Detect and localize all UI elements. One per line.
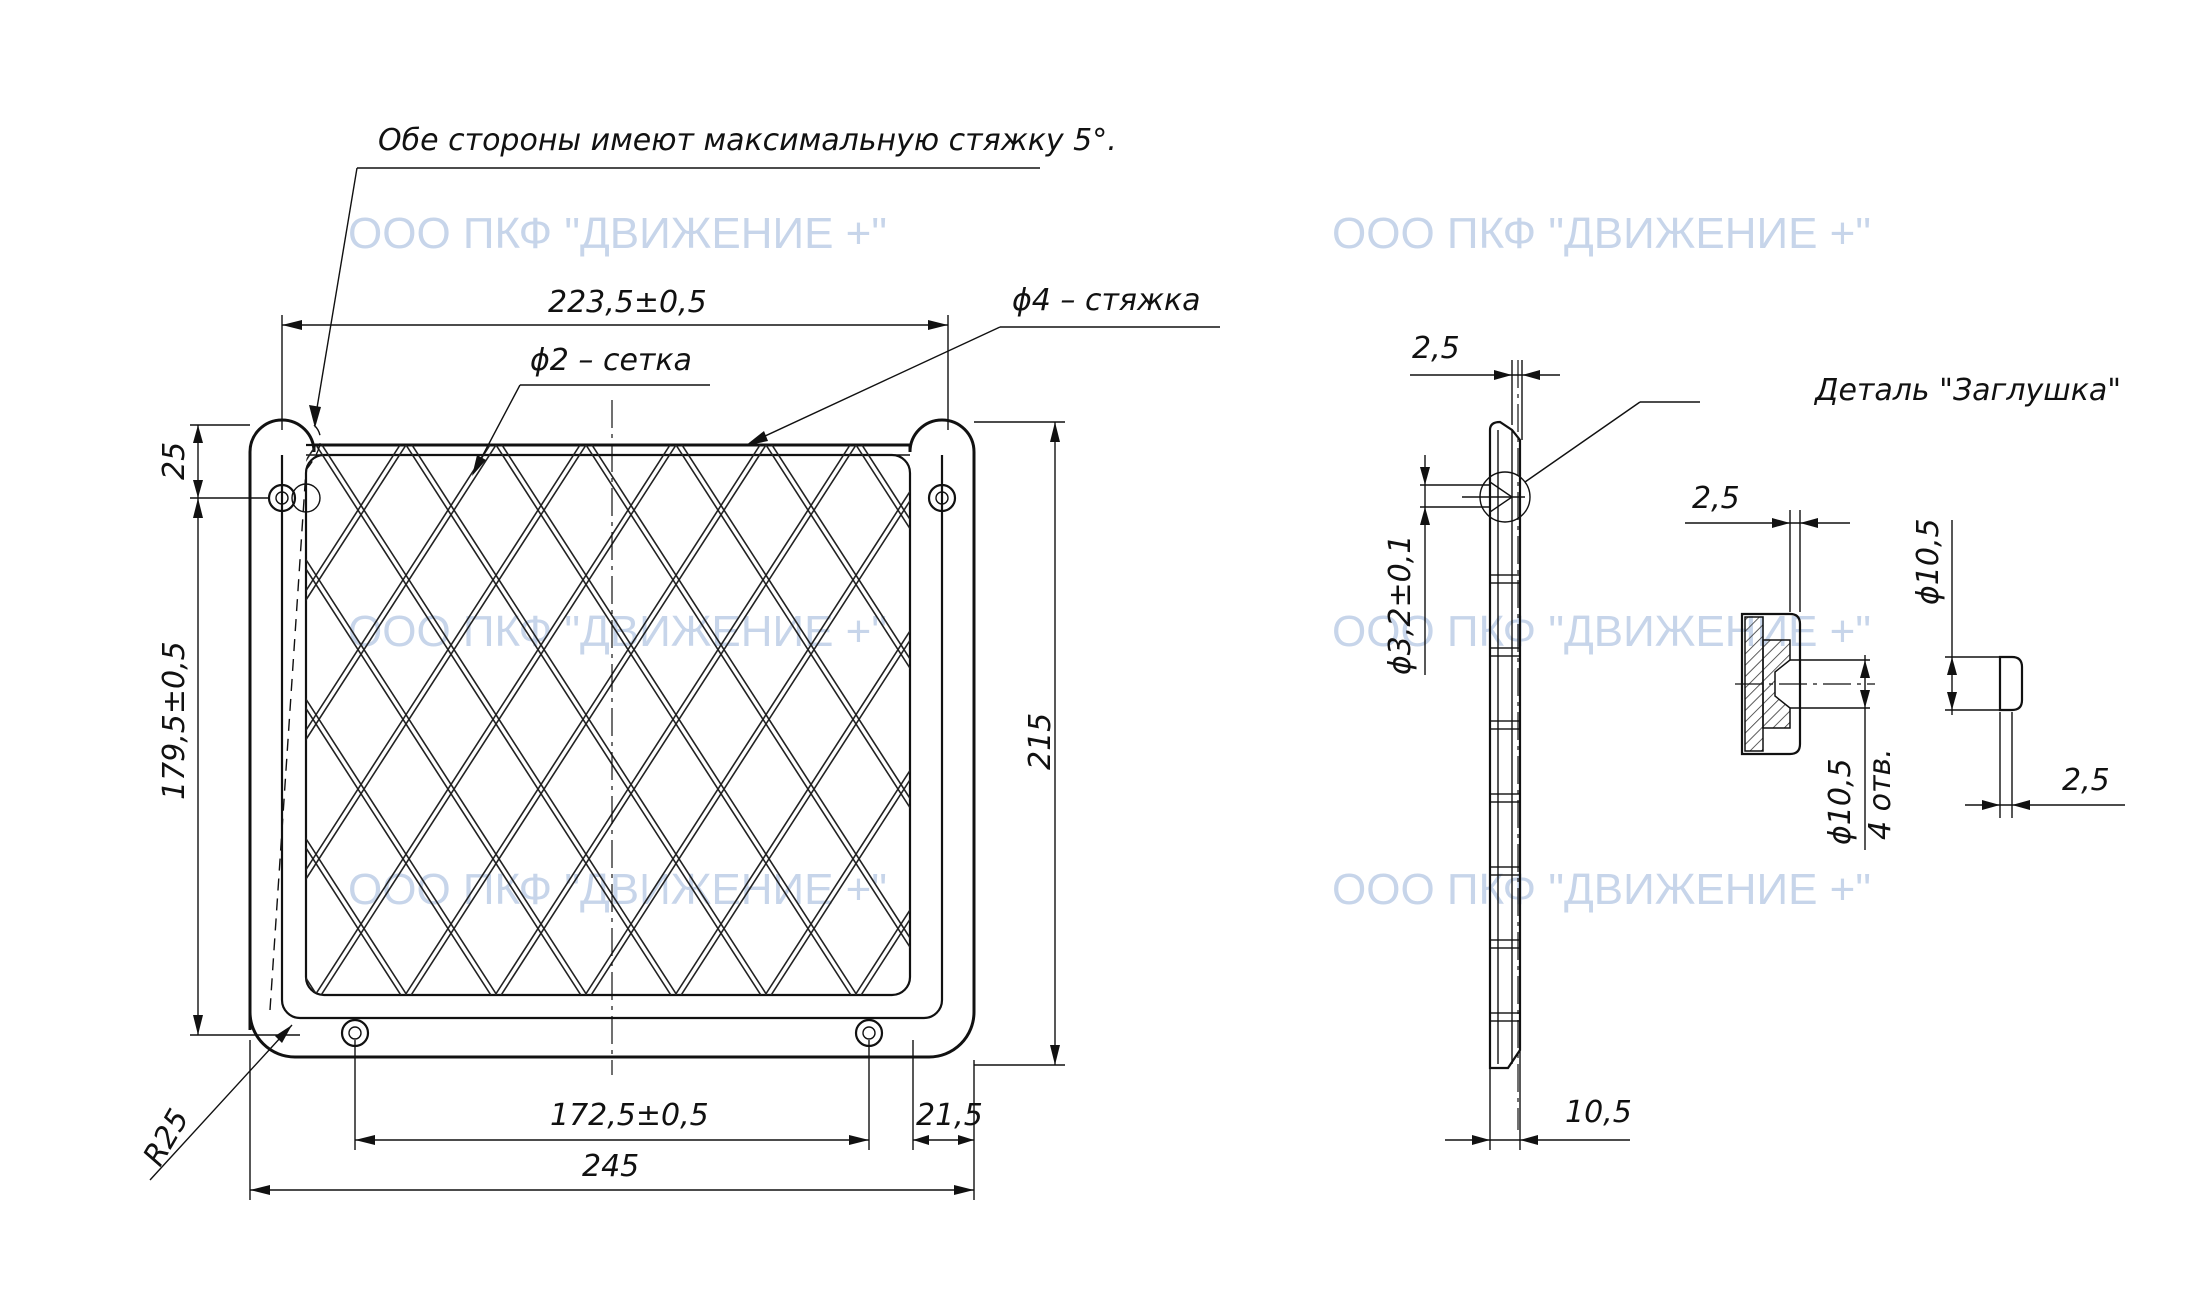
note-plug-detail: Деталь "Заглушка" (1813, 373, 2121, 408)
mesh-wire (306, 445, 491, 995)
mesh-wire (0, 445, 41, 995)
mesh-wire (410, 445, 767, 995)
tilt-outline (269, 424, 322, 1011)
mesh-wire (306, 445, 581, 995)
mesh-wire (674, 445, 910, 995)
mesh-wire (0, 445, 47, 995)
side-rib (1489, 574, 1521, 584)
dim-side-thickness: 2,5 (1412, 331, 1460, 366)
mesh-wire (0, 445, 130, 995)
dim-side-offset: 21,5 (916, 1098, 983, 1133)
mesh-wire (314, 445, 671, 995)
mesh-grid (0, 445, 1307, 995)
dim-inner-height: 179,5±0,5 (157, 641, 192, 800)
mesh-wire (0, 445, 137, 995)
plug-section: 2,5 ϕ10,5 4 отв. (1685, 481, 1898, 850)
mesh-wire (500, 445, 857, 995)
dim-side-depth: 10,5 (1565, 1095, 1632, 1130)
dim-top-width: 223,5±0,5 (548, 285, 707, 320)
mount-hole (927, 483, 957, 513)
dim-plug-outer: ϕ10,5 (1911, 518, 1946, 605)
dim-top-offset: 25 (157, 442, 192, 480)
mesh-wire (0, 445, 46, 995)
mesh-panel (304, 453, 912, 997)
dim-corner-radius: R25 (137, 1103, 197, 1172)
mesh-wire (306, 445, 408, 995)
mesh-wire (0, 445, 40, 995)
watermark: ООО ПКФ "ДВИЖЕНИЕ +" (348, 607, 887, 656)
mesh-wire (306, 445, 587, 995)
note-tie-rod: ϕ4 – стяжка (1012, 283, 1201, 318)
watermark: ООО ПКФ "ДВИЖЕНИЕ +" (348, 209, 887, 258)
side-rib (1489, 866, 1521, 876)
mesh-wire (770, 445, 910, 995)
dim-plug-length: 2,5 (2062, 763, 2110, 798)
dim-plug-hole: ϕ10,5 (1823, 758, 1858, 845)
front-view (0, 400, 1307, 1075)
mesh-wire (404, 445, 761, 995)
watermark: ООО ПКФ "ДВИЖЕНИЕ +" (1332, 865, 1871, 914)
side-rib (1489, 1012, 1521, 1022)
watermark: ООО ПКФ "ДВИЖЕНИЕ +" (1332, 209, 1871, 258)
mesh-wire (494, 445, 851, 995)
side-view: 2,5 ϕ3,2±0,1 Деталь "Заглушка" 10,5 (1383, 331, 2121, 1150)
mesh-wire (306, 445, 311, 995)
mesh-wire (764, 445, 910, 995)
dim-plug-wall: 2,5 (1692, 481, 1740, 516)
mesh-wire (952, 445, 1307, 995)
front-dimensions: Обе стороны имеют максимальную стяжку 5°… (137, 123, 1220, 1200)
mesh-wire (946, 445, 1301, 995)
side-rib (1489, 647, 1521, 657)
frame-outer (248, 418, 976, 1059)
note-mesh: ϕ2 – сетка (530, 343, 692, 378)
mesh-wire (590, 445, 910, 995)
dim-total-width: 245 (582, 1149, 639, 1184)
mesh-wire (306, 445, 401, 995)
mesh-wire (0, 445, 227, 995)
mesh-wire (680, 445, 910, 995)
dim-plug-hole-count: 4 отв. (1863, 748, 1898, 840)
mesh-wire (320, 445, 677, 995)
mesh-wire (306, 445, 407, 995)
mesh-wire (0, 445, 226, 995)
mesh-wire (771, 445, 910, 995)
mesh-wire (584, 445, 910, 995)
mesh-wire (945, 445, 1300, 995)
side-rib (1489, 939, 1521, 949)
mesh-wire (0, 445, 136, 995)
mesh-wire (951, 445, 1306, 995)
mesh-wire (0, 445, 131, 995)
mesh-wire (306, 445, 402, 995)
tension-note: Обе стороны имеют максимальную стяжку 5°… (378, 123, 1117, 158)
plug-side: ϕ10,5 2,5 (1911, 518, 2125, 818)
side-rib (1489, 720, 1521, 730)
side-rib (1489, 793, 1521, 803)
watermarks: ООО ПКФ "ДВИЖЕНИЕ +" ООО ПКФ "ДВИЖЕНИЕ +… (348, 209, 1871, 914)
dim-hole-diameter: ϕ3,2±0,1 (1383, 535, 1418, 675)
mesh-wire (765, 445, 910, 995)
mesh-wire (306, 445, 312, 995)
dim-total-height: 215 (1023, 713, 1058, 770)
mesh-wire (306, 445, 497, 995)
dim-hole-spacing: 172,5±0,5 (550, 1098, 709, 1133)
watermark: ООО ПКФ "ДВИЖЕНИЕ +" (348, 865, 887, 914)
